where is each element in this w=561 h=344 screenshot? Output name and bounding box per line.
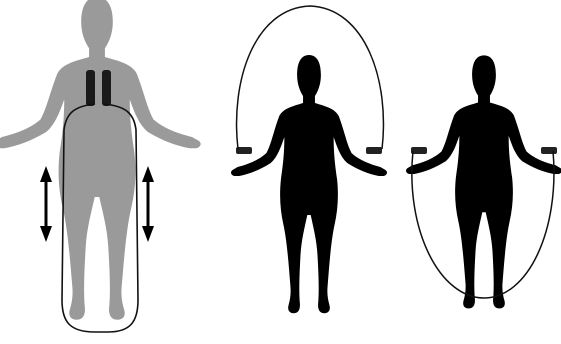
figure-rope-underfoot (406, 55, 561, 308)
gray-person-silhouette (0, 0, 201, 320)
rope-handle-right (366, 147, 382, 154)
figure-measuring (0, 0, 201, 332)
rope-handle-right (541, 147, 557, 154)
black-person-silhouette (231, 55, 387, 313)
figure-rope-overhead (231, 6, 387, 313)
black-person-silhouette (406, 55, 561, 308)
adjust-arrow-right-icon (142, 166, 154, 242)
rope-handle-right (102, 70, 111, 106)
rope-handle-left (86, 70, 95, 106)
adjust-arrow-left-icon (40, 166, 52, 242)
